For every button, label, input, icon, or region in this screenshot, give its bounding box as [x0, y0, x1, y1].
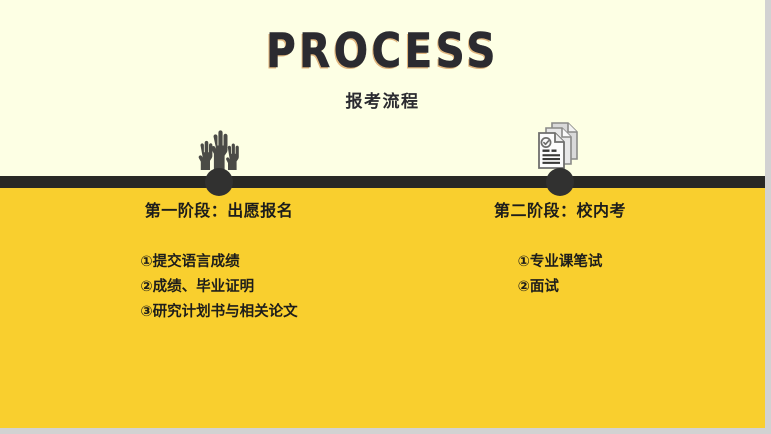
- list-item: ②成绩、毕业证明: [140, 279, 255, 295]
- stage-1: 第一阶段：出愿报名 ①提交语言成绩 ②成绩、毕业证明 ③研究计划书与相关论文: [54, 0, 384, 434]
- documents-check-icon: [395, 118, 725, 170]
- stage-1-list: ①提交语言成绩 ②成绩、毕业证明 ③研究计划书与相关论文: [54, 250, 384, 325]
- slide-top-background: [0, 0, 765, 176]
- raised-hands-icon: [54, 118, 384, 170]
- list-item: ①专业课笔试: [517, 254, 603, 270]
- page-subtitle: 报考流程: [345, 92, 420, 112]
- slide-bottom-background: [0, 188, 765, 428]
- page-title: PROCESS: [266, 24, 499, 79]
- slide-bottom-edge: [0, 428, 771, 434]
- stage-2-list: ①专业课笔试 ②面试: [395, 250, 725, 300]
- title-block: PROCESS 报考流程: [0, 28, 765, 111]
- list-item: ③研究计划书与相关论文: [140, 304, 298, 320]
- timeline-node-2: [546, 168, 574, 196]
- stage-1-heading: 第一阶段：出愿报名: [144, 201, 294, 220]
- list-item: ①提交语言成绩: [140, 254, 240, 270]
- list-item: ②面试: [517, 279, 559, 295]
- stage-2: 第二阶段：校内考 ①专业课笔试 ②面试: [395, 0, 725, 434]
- slide-right-edge: [765, 0, 771, 434]
- timeline-node-1: [205, 168, 233, 196]
- stage-2-heading: 第二阶段：校内考: [493, 201, 626, 220]
